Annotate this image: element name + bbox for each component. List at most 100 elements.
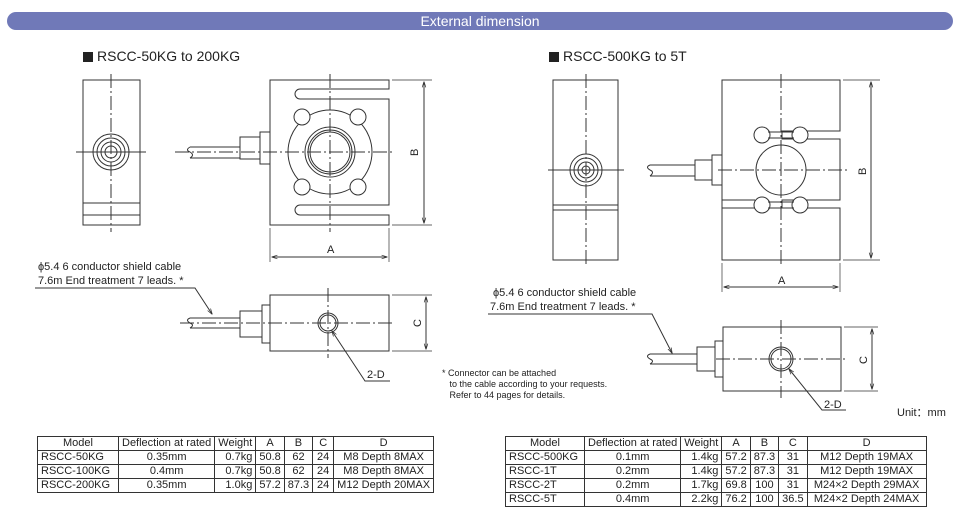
cell-model: RSCC-2T [505, 478, 585, 493]
cell-b: 100 [749, 492, 780, 507]
bullet-square-icon [83, 52, 93, 62]
table-row: RSCC-200KG 0.35mm 1.0kg 57.2 87.3 24 M12… [37, 478, 435, 493]
spec-table-small: Model Deflection at rated Weight A B C D… [37, 436, 435, 493]
dim-c-label-small: C [412, 319, 424, 327]
cell-deflection: 0.2mm [583, 478, 682, 493]
cell-d: M8 Depth 8MAX [333, 464, 435, 479]
cell-d: M12 Depth 19MAX [806, 450, 927, 465]
cell-weight: 1.7kg [680, 478, 723, 493]
cell-deflection: 0.4mm [583, 492, 682, 507]
cell-b: 62 [283, 450, 314, 465]
col-c: C [312, 436, 335, 451]
section-title-text: RSCC-500KG to 5T [563, 48, 687, 64]
cell-weight: 0.7kg [214, 450, 257, 465]
col-deflection: Deflection at rated [117, 436, 216, 451]
cell-d: M24×2 Depth 29MAX [806, 478, 927, 493]
col-weight: Weight [680, 436, 723, 451]
cell-c: 31 [778, 450, 808, 465]
note-line: to the cable according to your requests. [442, 379, 608, 389]
cell-c: 36.5 [778, 492, 808, 507]
table-header-row: Model Deflection at rated Weight A B C D [505, 436, 927, 451]
col-b: B [283, 436, 314, 451]
spec-table-large: Model Deflection at rated Weight A B C D… [505, 436, 927, 507]
cell-c: 24 [312, 464, 335, 479]
connector-note: * Connector can be attached to the cable… [442, 368, 607, 401]
table-row: RSCC-1T 0.2mm 1.4kg 57.2 87.3 31 M12 Dep… [505, 464, 927, 479]
col-model: Model [505, 436, 585, 451]
cell-model: RSCC-1T [505, 464, 585, 479]
cell-model: RSCC-5T [505, 492, 585, 507]
cell-b: 87.3 [283, 478, 314, 493]
cell-d: M12 Depth 20MAX [333, 478, 435, 493]
cell-deflection: 0.35mm [117, 450, 216, 465]
cell-b: 87.3 [749, 450, 780, 465]
bullet-square-icon [549, 52, 559, 62]
hole-label-large: 2-D [824, 399, 842, 411]
cell-c: 31 [778, 464, 808, 479]
cell-deflection: 0.35mm [117, 478, 216, 493]
cell-a: 69.8 [721, 478, 751, 493]
cable-label-small-line1: ϕ5.4 6 conductor shield cable [38, 261, 181, 273]
cell-d: M8 Depth 8MAX [333, 450, 435, 465]
cable-label-large-line1: ϕ5.4 6 conductor shield cable [493, 287, 636, 299]
dim-c-label-large: C [858, 356, 870, 364]
table-row: RSCC-500KG 0.1mm 1.4kg 57.2 87.3 31 M12 … [505, 450, 927, 465]
cell-weight: 2.2kg [680, 492, 723, 507]
small-bottom-view [35, 287, 432, 382]
table-header-row: Model Deflection at rated Weight A B C D [37, 436, 435, 451]
cell-weight: 1.4kg [680, 464, 723, 479]
cell-weight: 0.7kg [214, 464, 257, 479]
col-b: B [749, 436, 780, 451]
unit-label: Unit：mm [897, 407, 946, 419]
col-d: D [806, 436, 927, 451]
cell-a: 57.2 [255, 478, 285, 493]
note-line: Refer to 44 pages for details. [442, 390, 566, 400]
table-row: RSCC-100KG 0.4mm 0.7kg 50.8 62 24 M8 Dep… [37, 464, 435, 479]
cell-model: RSCC-200KG [37, 478, 119, 493]
dim-a-label-large: A [778, 275, 786, 287]
cell-weight: 1.0kg [214, 478, 257, 493]
cell-a: 76.2 [721, 492, 751, 507]
cell-d: M24×2 Depth 24MAX [806, 492, 927, 507]
table-row: RSCC-2T 0.2mm 1.7kg 69.8 100 31 M24×2 De… [505, 478, 927, 493]
dim-a-label-small: A [327, 244, 335, 256]
cell-c: 24 [312, 478, 335, 493]
cell-a: 50.8 [255, 450, 285, 465]
small-side-view [76, 74, 146, 232]
cell-b: 87.3 [749, 464, 780, 479]
cell-c: 31 [778, 478, 808, 493]
table-row: RSCC-5T 0.4mm 2.2kg 76.2 100 36.5 M24×2 … [505, 492, 927, 507]
cell-deflection: 0.4mm [117, 464, 216, 479]
col-d: D [333, 436, 435, 451]
cell-a: 57.2 [721, 450, 751, 465]
col-a: A [255, 436, 285, 451]
section-title-large: RSCC-500KG to 5T [549, 48, 687, 64]
section-title-small: RSCC-50KG to 200KG [83, 48, 240, 64]
cell-a: 57.2 [721, 464, 751, 479]
cell-b: 100 [749, 478, 780, 493]
cell-d: M12 Depth 19MAX [806, 464, 927, 479]
col-deflection: Deflection at rated [583, 436, 682, 451]
page-title: External dimension [420, 13, 540, 29]
small-front-view [175, 74, 432, 262]
cell-b: 62 [283, 464, 314, 479]
header-bar: External dimension [7, 12, 953, 30]
cell-weight: 1.4kg [680, 450, 723, 465]
dim-b-label-large: B [857, 168, 869, 175]
hole-label-small: 2-D [367, 369, 385, 381]
large-side-view [548, 74, 624, 266]
dim-b-label-small: B [409, 149, 421, 156]
cell-model: RSCC-100KG [37, 464, 119, 479]
cell-model: RSCC-500KG [505, 450, 585, 465]
col-c: C [778, 436, 808, 451]
large-front-view [647, 74, 880, 292]
cable-label-small-line2: 7.6m End treatment 7 leads. * [38, 275, 184, 287]
cell-a: 50.8 [255, 464, 285, 479]
note-line: * Connector can be attached [442, 368, 557, 378]
cell-deflection: 0.1mm [583, 450, 682, 465]
cell-c: 24 [312, 450, 335, 465]
table-row: RSCC-50KG 0.35mm 0.7kg 50.8 62 24 M8 Dep… [37, 450, 435, 465]
cable-label-large-line2: 7.6m End treatment 7 leads. * [490, 301, 636, 313]
col-weight: Weight [214, 436, 257, 451]
